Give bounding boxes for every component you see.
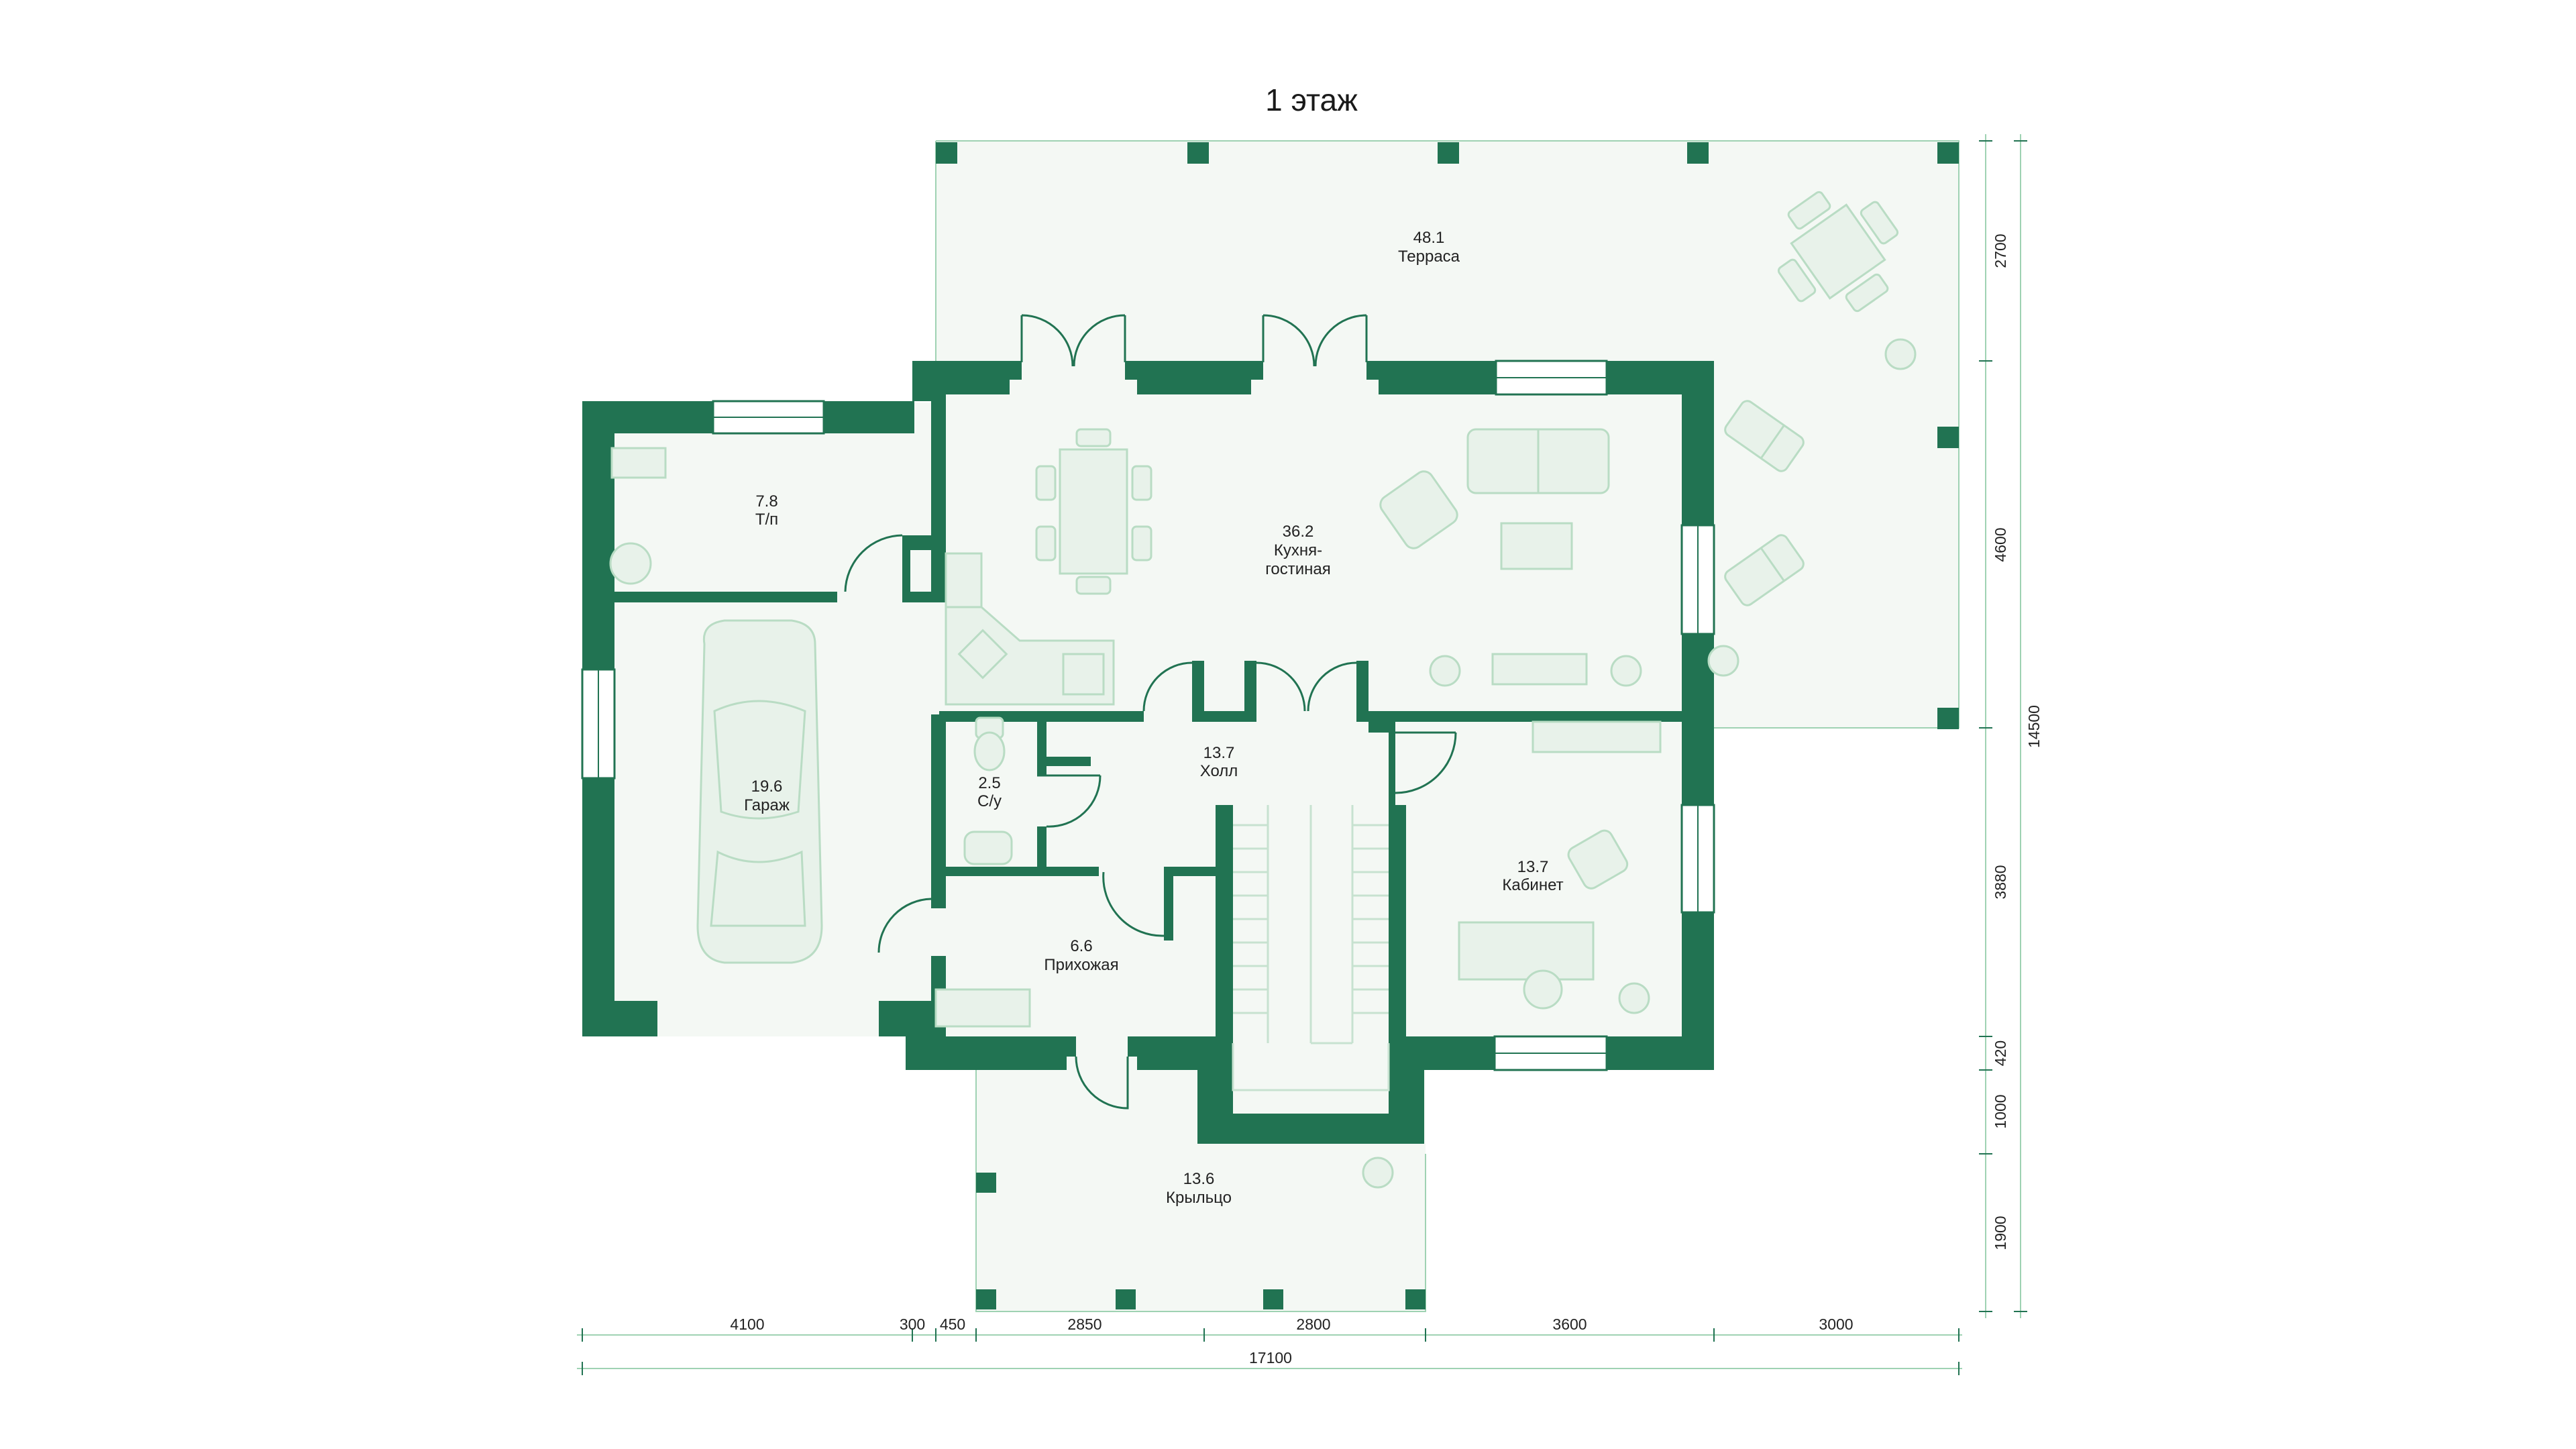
garage-name: Гараж	[744, 796, 790, 814]
bottom-dimensions: 4100 300 450 2850 2800 3600 3000 17100	[577, 1316, 1962, 1375]
stair-treads	[1233, 824, 1389, 1044]
dim-bottom-6: 3600	[1552, 1316, 1587, 1333]
page-title: 1 этаж	[1265, 83, 1358, 117]
office-area: 13.7	[1517, 858, 1549, 876]
kitchen-counter	[945, 552, 1115, 706]
dim-bottom-2: 300	[900, 1316, 925, 1333]
plant-icon	[1362, 338, 1917, 1189]
staircase	[1232, 805, 1390, 1114]
terrace-posts	[936, 142, 1959, 1309]
hall-name: Холл	[1200, 762, 1238, 780]
entry-name: Прихожая	[1044, 956, 1118, 974]
furniture	[609, 191, 1917, 1189]
office-chair	[1523, 969, 1563, 1010]
terrace-name: Терраса	[1398, 248, 1460, 266]
walls	[582, 361, 1714, 1144]
dim-right-2: 4600	[1992, 527, 2009, 561]
dim-right-5: 1000	[1992, 1094, 2009, 1128]
tp-area: 7.8	[755, 492, 777, 511]
terrace-area: 48.1	[1413, 229, 1445, 247]
car	[696, 619, 823, 964]
dim-right-1: 2700	[1992, 233, 2009, 268]
kitchen-area: 36.2	[1283, 523, 1314, 541]
garage-area: 19.6	[751, 777, 783, 796]
dim-bottom-5: 2800	[1296, 1316, 1330, 1333]
tp-name: Т/п	[755, 511, 778, 529]
dim-bottom-7: 3000	[1819, 1316, 1853, 1333]
terrace-dining-set	[1777, 191, 1899, 313]
office-armchair	[1567, 829, 1629, 890]
office-name: Кабинет	[1502, 876, 1563, 894]
dim-bottom-4: 2850	[1067, 1316, 1102, 1333]
toilet	[973, 716, 1006, 771]
tv-stand	[1491, 653, 1588, 686]
hall-area: 13.7	[1203, 744, 1235, 762]
dim-right-3: 3880	[1992, 865, 2009, 899]
armchair	[1379, 470, 1458, 549]
right-dimensions: 2700 4600 3880 420 1000 1900 14500	[1979, 134, 2043, 1318]
dim-bottom-3: 450	[940, 1316, 965, 1333]
water-heater	[609, 542, 652, 585]
wc-area: 2.5	[978, 774, 1000, 792]
dim-right-6: 1900	[1992, 1216, 2009, 1250]
sofa	[1466, 428, 1610, 494]
shoe-cabinet	[934, 988, 1031, 1028]
sink	[963, 830, 1013, 865]
coffee-table	[1500, 522, 1573, 570]
dining-table	[1035, 428, 1152, 595]
porch-area: 13.6	[1183, 1170, 1215, 1188]
entry-area: 6.6	[1070, 937, 1092, 955]
dim-total-height: 14500	[2025, 705, 2043, 748]
kitchen-name: Кухня-	[1274, 541, 1322, 559]
desk	[1458, 921, 1595, 981]
kitchen-name-2: гостиная	[1265, 560, 1331, 578]
wardrobe	[1532, 720, 1662, 753]
wc-name: С/у	[977, 792, 1002, 810]
dim-right-4: 420	[1992, 1040, 2009, 1066]
windows	[581, 360, 1715, 1071]
room-labels: 48.1 Терраса 36.2 Кухня- гостиная 7.8 Т/…	[744, 229, 1564, 1207]
boiler	[610, 447, 667, 479]
doors	[844, 314, 1457, 1110]
dim-bottom-1: 4100	[730, 1316, 764, 1333]
porch-name: Крыльцо	[1166, 1189, 1232, 1207]
lounger-2	[1724, 534, 1805, 606]
dim-total-width: 17100	[1249, 1349, 1292, 1366]
lounger-1	[1724, 400, 1805, 472]
